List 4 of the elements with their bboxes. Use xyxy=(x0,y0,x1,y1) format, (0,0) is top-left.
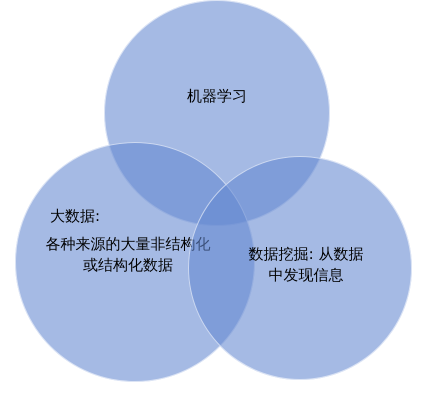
circle-heading: 大数据: xyxy=(50,206,102,227)
circle-label: 机器学习 xyxy=(186,86,248,107)
circle-label: 各种来源的大量非结构化或结构化数据 xyxy=(44,234,212,276)
circle-label: 数据挖掘: 从数据中发现信息 xyxy=(248,244,364,286)
